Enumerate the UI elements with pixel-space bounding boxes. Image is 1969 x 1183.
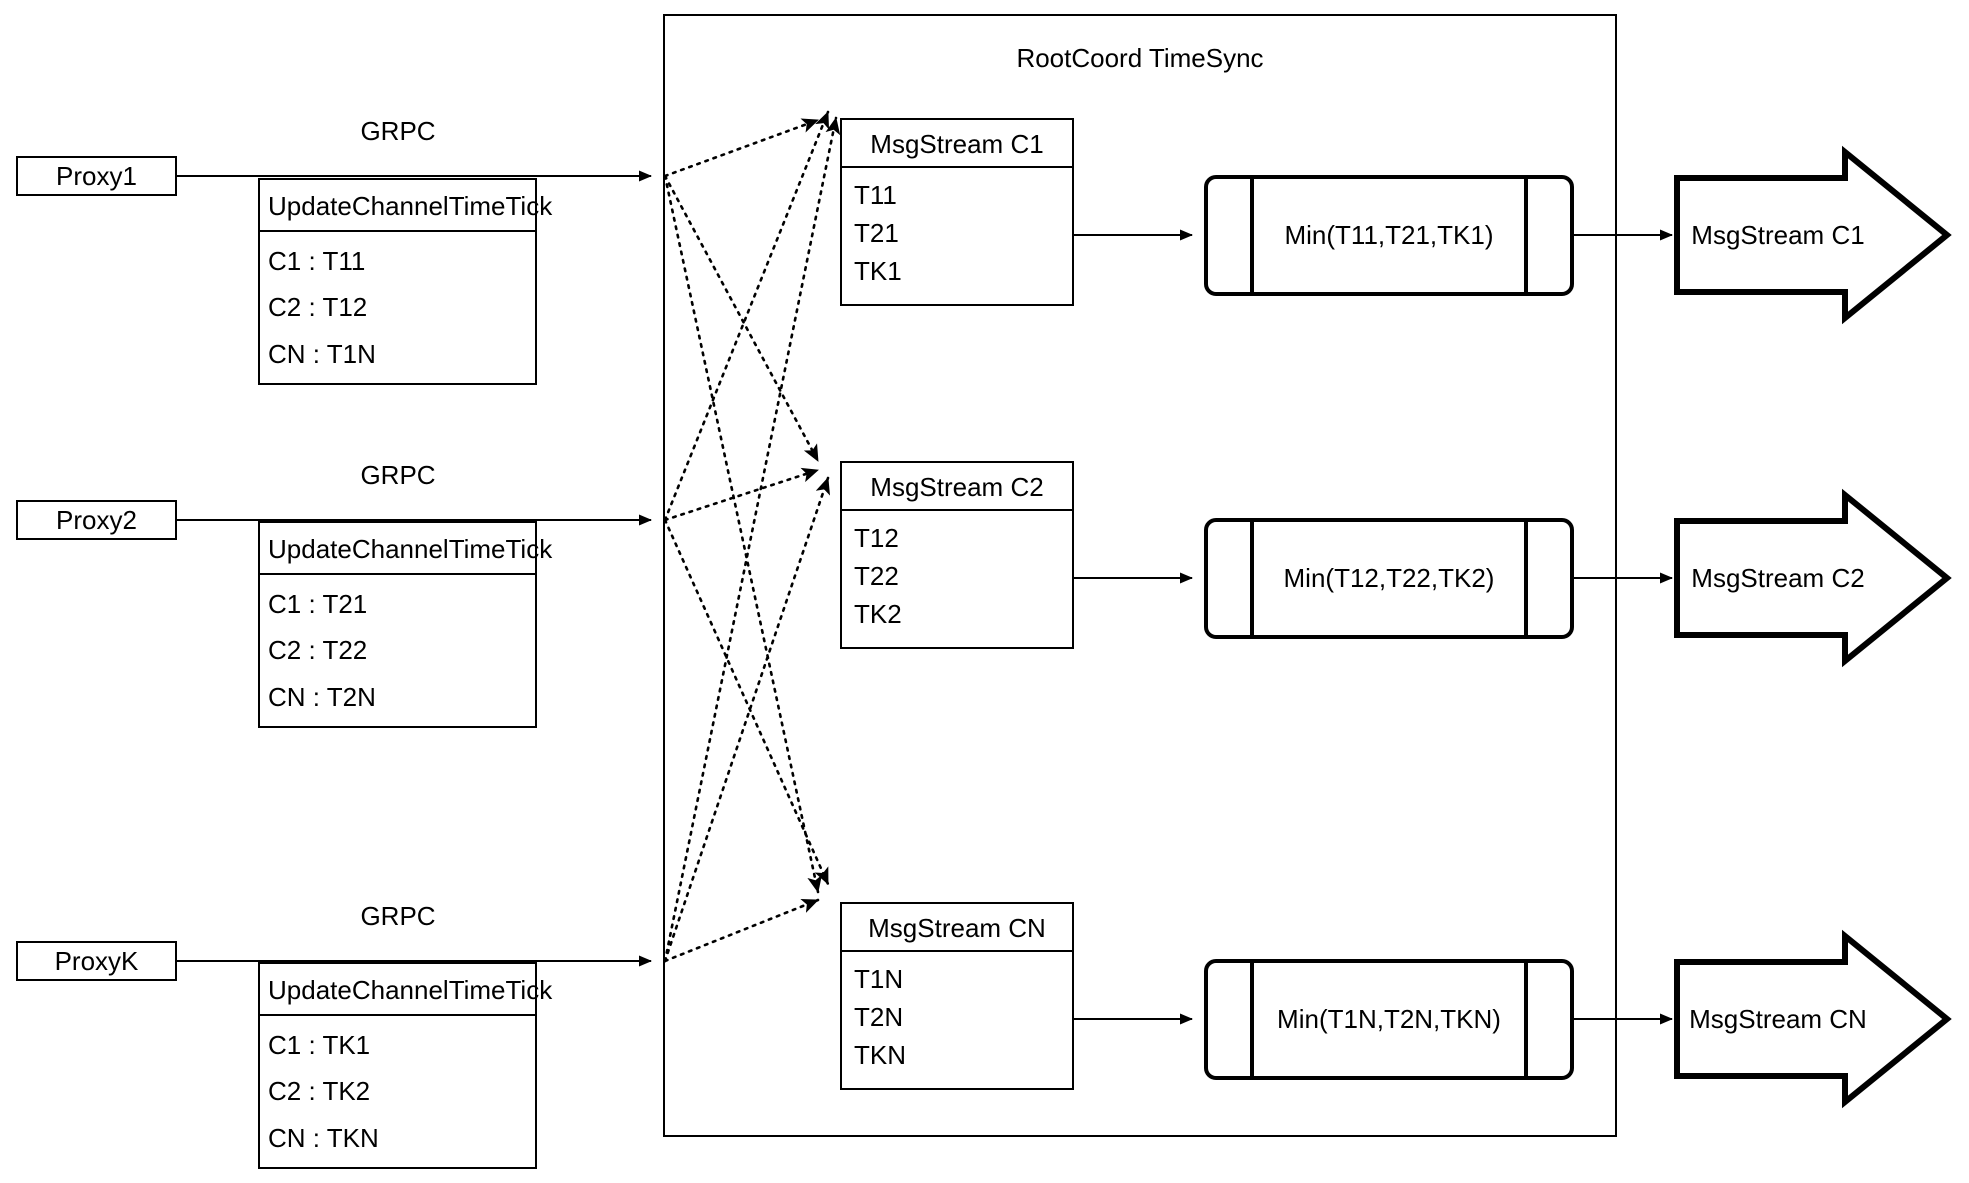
msgstream-body: T11 T21 TK1 bbox=[842, 168, 1072, 304]
process-bar-left bbox=[1250, 522, 1254, 635]
grpc-label-2: GRPC bbox=[360, 460, 436, 490]
output-arrow-label: MsgStream C2 bbox=[1691, 562, 1865, 593]
msgstream-row: TK1 bbox=[854, 255, 902, 286]
uct-row: CN : T2N bbox=[268, 681, 376, 712]
grpc-label-1: GRPC bbox=[360, 116, 436, 146]
msgstream-header: MsgStream CN bbox=[842, 904, 1072, 952]
rootcoord-timesync-title: RootCoord TimeSync bbox=[1016, 43, 1264, 73]
uct-body: C1 : T21 C2 : T22 CN : T2N bbox=[260, 575, 535, 726]
uct-row: C1 : T21 bbox=[268, 588, 368, 619]
output-arrow-c1: MsgStream C1 bbox=[1677, 152, 1947, 318]
uct-row: C1 : T11 bbox=[268, 245, 366, 276]
proxy-label: ProxyK bbox=[54, 945, 139, 976]
uct-row: CN : T1N bbox=[268, 338, 376, 369]
msgstream-row: T1N bbox=[854, 963, 904, 994]
update-channel-timetick-1: UpdateChannelTimeTick C1 : T11 C2 : T12 … bbox=[258, 178, 552, 385]
msgstream-body: T1N T2N TKN bbox=[842, 952, 1072, 1088]
msgstream-header: MsgStream C2 bbox=[842, 463, 1072, 511]
process-bar-left bbox=[1250, 963, 1254, 1076]
min-label: Min(T12,T22,TK2) bbox=[1283, 563, 1495, 593]
uct-row: C2 : T22 bbox=[268, 635, 368, 666]
uct-body: C1 : T11 C2 : T12 CN : T1N bbox=[260, 232, 535, 383]
uct-row: C2 : T12 bbox=[268, 292, 368, 323]
process-bar-right bbox=[1524, 522, 1528, 635]
msgstream-row: T22 bbox=[854, 560, 899, 591]
msgstream-row: TKN bbox=[854, 1039, 906, 1070]
msgstream-row: T21 bbox=[854, 217, 899, 248]
update-channel-timetick-2: UpdateChannelTimeTick C1 : T21 C2 : T22 … bbox=[258, 521, 552, 728]
uct-header: UpdateChannelTimeTick bbox=[260, 964, 552, 1016]
update-channel-timetick-k: UpdateChannelTimeTick C1 : TK1 C2 : TK2 … bbox=[258, 962, 552, 1169]
output-arrow-label: MsgStream CN bbox=[1689, 1003, 1867, 1034]
msgstream-row: T2N bbox=[854, 1001, 904, 1032]
proxy-label: Proxy2 bbox=[56, 504, 137, 535]
msgstream-row: TK2 bbox=[854, 598, 902, 629]
proxy-box-1[interactable]: Proxy1 bbox=[16, 156, 177, 196]
uct-header: UpdateChannelTimeTick bbox=[260, 180, 552, 232]
msgstream-row: T11 bbox=[854, 179, 897, 210]
uct-body: C1 : TK1 C2 : TK2 CN : TKN bbox=[260, 1016, 535, 1167]
min-aggregator-c1: Min(T11,T21,TK1) bbox=[1204, 175, 1574, 296]
min-label: Min(T1N,T2N,TKN) bbox=[1277, 1004, 1501, 1034]
proxy-box-k[interactable]: ProxyK bbox=[16, 941, 177, 981]
min-aggregator-cn: Min(T1N,T2N,TKN) bbox=[1204, 959, 1574, 1080]
proxy-label: Proxy1 bbox=[56, 160, 137, 191]
msgstream-box-cn: MsgStream CN T1N T2N TKN bbox=[840, 902, 1074, 1090]
msgstream-header: MsgStream C1 bbox=[842, 120, 1072, 168]
msgstream-row: T12 bbox=[854, 522, 899, 553]
output-arrow-cn: MsgStream CN bbox=[1677, 936, 1947, 1102]
min-label: Min(T11,T21,TK1) bbox=[1284, 220, 1494, 250]
process-bar-right bbox=[1524, 963, 1528, 1076]
process-bar-left bbox=[1250, 179, 1254, 292]
uct-row: C2 : TK2 bbox=[268, 1076, 371, 1107]
uct-row: CN : TKN bbox=[268, 1122, 379, 1153]
proxy-box-2[interactable]: Proxy2 bbox=[16, 500, 177, 540]
process-bar-right bbox=[1524, 179, 1528, 292]
grpc-label-k: GRPC bbox=[360, 901, 436, 931]
msgstream-body: T12 T22 TK2 bbox=[842, 511, 1072, 647]
min-aggregator-c2: Min(T12,T22,TK2) bbox=[1204, 518, 1574, 639]
rootcoord-timesync-container bbox=[663, 14, 1617, 1137]
uct-row: C1 : TK1 bbox=[268, 1029, 371, 1060]
msgstream-box-c2: MsgStream C2 T12 T22 TK2 bbox=[840, 461, 1074, 649]
uct-header: UpdateChannelTimeTick bbox=[260, 523, 552, 575]
output-arrow-label: MsgStream C1 bbox=[1691, 219, 1865, 250]
msgstream-box-c1: MsgStream C1 T11 T21 TK1 bbox=[840, 118, 1074, 306]
output-arrow-c2: MsgStream C2 bbox=[1677, 495, 1947, 661]
